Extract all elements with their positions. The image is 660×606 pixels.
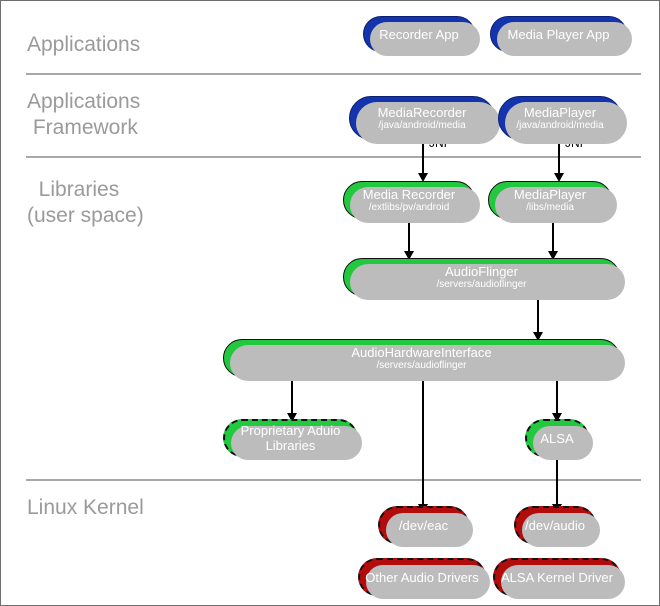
- node-dev-audio-title: /dev/audio: [525, 517, 585, 533]
- node-proprietary-audio-libraries[interactable]: Proprietary Aduio Libraries: [223, 419, 362, 460]
- connector-alsa-to-dev-audio: [556, 456, 558, 512]
- arrowhead-mediaplayer-to-audioflinger: [548, 251, 558, 260]
- node-mediaplayer-framework-title: MediaPlayer: [523, 104, 597, 120]
- connector-ahi-to-alsa: [556, 376, 558, 421]
- arrowhead-ahi-to-alsa: [552, 413, 562, 422]
- node-other-audio-drivers[interactable]: Other Audio Drivers: [358, 558, 490, 599]
- node-proprietary-audio-libraries-title-line2: Libraries: [265, 438, 316, 453]
- node-recorder-app-title: Recorder App: [379, 26, 459, 42]
- node-mediarecorder-framework-path: /java/android/media: [378, 119, 466, 131]
- arrowhead-mediaplayer-jni: [554, 173, 564, 182]
- node-other-audio-drivers-title: Other Audio Drivers: [365, 569, 479, 585]
- node-audio-hardware-interface[interactable]: AudioHardwareInterface /servers/audiofli…: [223, 339, 625, 381]
- node-audio-flinger[interactable]: AudioFlinger /servers/audioflinger: [343, 258, 625, 300]
- node-media-player-library[interactable]: MediaPlayer /libs/media: [488, 181, 617, 223]
- node-media-recorder-library[interactable]: Media Recorder /extlibs/pv/android: [343, 181, 480, 223]
- node-media-player-library-path: /libs/media: [526, 201, 574, 213]
- node-audio-hardware-interface-path: /servers/audioflinger: [376, 359, 467, 371]
- band-label-applications-framework: Applications Framework: [27, 90, 141, 139]
- node-proprietary-audio-libraries-title: Proprietary Aduio: [240, 423, 341, 438]
- node-media-player-app[interactable]: Media Player App: [490, 16, 632, 56]
- node-audio-flinger-title: AudioFlinger: [445, 263, 518, 279]
- node-alsa-kernel-driver[interactable]: ALSA Kernel Driver: [493, 558, 625, 599]
- band-label-linux-kernel: Linux Kernel: [27, 496, 144, 519]
- node-recorder-app[interactable]: Recorder App: [363, 16, 480, 56]
- arrowhead-ahi-to-proprietary-libs: [287, 413, 297, 422]
- node-alsa[interactable]: ALSA: [525, 419, 593, 460]
- divider-applications: [26, 73, 641, 75]
- connector-audioflinger-to-audiohardwareinterface: [537, 297, 539, 341]
- node-media-player-app-title: Media Player App: [507, 26, 610, 42]
- divider-applications-framework: [26, 156, 641, 158]
- node-dev-eac-title: /dev/eac: [398, 517, 449, 533]
- divider-libraries: [26, 479, 641, 481]
- node-dev-audio[interactable]: /dev/audio: [514, 506, 600, 547]
- connector-mediaplayer-to-audioflinger: [552, 219, 554, 259]
- node-audio-hardware-interface-title: AudioHardwareInterface: [351, 344, 492, 360]
- node-media-recorder-library-title: Media Recorder: [362, 186, 456, 202]
- node-media-player-library-title: MediaPlayer: [513, 186, 587, 202]
- node-mediaplayer-framework-path: /java/android/media: [516, 119, 604, 131]
- arrowhead-audioflinger-to-audiohardwareinterface: [533, 332, 543, 341]
- node-dev-eac[interactable]: /dev/eac: [378, 506, 473, 547]
- connector-ahi-to-proprietary-libs: [291, 376, 293, 421]
- node-media-recorder-library-path: /extlibs/pv/android: [368, 201, 450, 213]
- node-alsa-kernel-driver-title: ALSA Kernel Driver: [501, 569, 613, 585]
- connector-mediarecorder-jni: [422, 140, 424, 180]
- arrowhead-mediarecorder-to-audioflinger: [404, 251, 414, 260]
- node-mediarecorder-framework[interactable]: MediaRecorder /java/android/media: [349, 96, 500, 144]
- band-label-libraries: Libraries (user space): [27, 178, 144, 227]
- node-alsa-title: ALSA: [540, 430, 574, 446]
- node-mediarecorder-framework-title: MediaRecorder: [377, 104, 467, 120]
- connector-mediarecorder-to-audioflinger: [408, 219, 410, 259]
- arrowhead-mediarecorder-jni: [418, 173, 428, 182]
- band-label-applications: Applications: [27, 33, 141, 56]
- node-mediaplayer-framework[interactable]: MediaPlayer /java/android/media: [498, 96, 627, 144]
- connector-mediaplayer-jni: [558, 140, 560, 180]
- node-audio-flinger-path: /servers/audioflinger: [436, 278, 527, 290]
- connector-ahi-to-dev-eac: [422, 376, 424, 512]
